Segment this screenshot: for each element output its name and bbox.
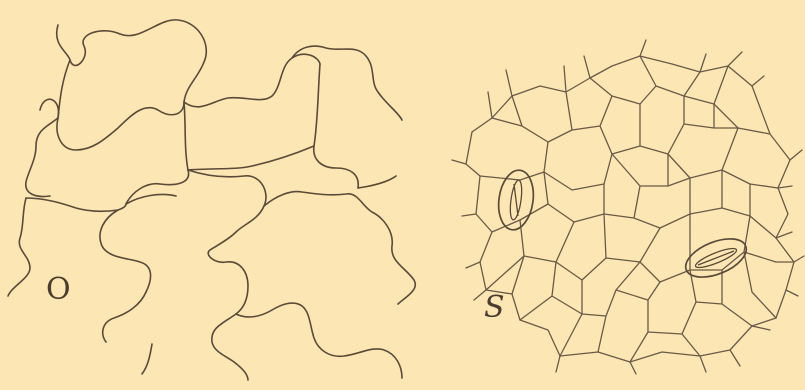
left-cell-wall bbox=[264, 192, 415, 304]
left-cell-wall bbox=[100, 210, 151, 292]
left-cell-wall bbox=[58, 60, 70, 118]
left-cell-wall bbox=[188, 146, 314, 170]
left-panel-wavy-cells bbox=[8, 20, 415, 380]
left-cell-wall bbox=[26, 118, 58, 196]
left-cell-wall bbox=[8, 198, 30, 296]
left-cell-wall bbox=[26, 198, 126, 211]
left-cell-wall bbox=[236, 303, 402, 378]
left-cell-wall bbox=[188, 170, 266, 314]
right-cell-wall bbox=[512, 252, 776, 362]
left-cell-wall bbox=[314, 64, 359, 188]
left-panel-label: O bbox=[46, 272, 71, 307]
left-cell-wall bbox=[126, 102, 189, 204]
left-cell-wall bbox=[212, 314, 248, 380]
right-cell-wall bbox=[486, 214, 794, 290]
stoma-pore-line bbox=[514, 184, 518, 216]
left-cell-wall bbox=[142, 344, 152, 374]
left-cell-wall bbox=[358, 176, 396, 188]
right-cell-wall bbox=[480, 96, 778, 190]
left-cell-wall bbox=[103, 292, 146, 342]
right-panel-label: S bbox=[484, 290, 505, 325]
right-cell-wall bbox=[472, 56, 752, 132]
left-cell-wall bbox=[40, 20, 206, 150]
right-panel-polygonal-cells bbox=[452, 40, 804, 374]
left-cell-wall bbox=[292, 46, 402, 120]
left-cell-wall bbox=[126, 194, 176, 204]
right-cell-wall bbox=[492, 154, 776, 238]
